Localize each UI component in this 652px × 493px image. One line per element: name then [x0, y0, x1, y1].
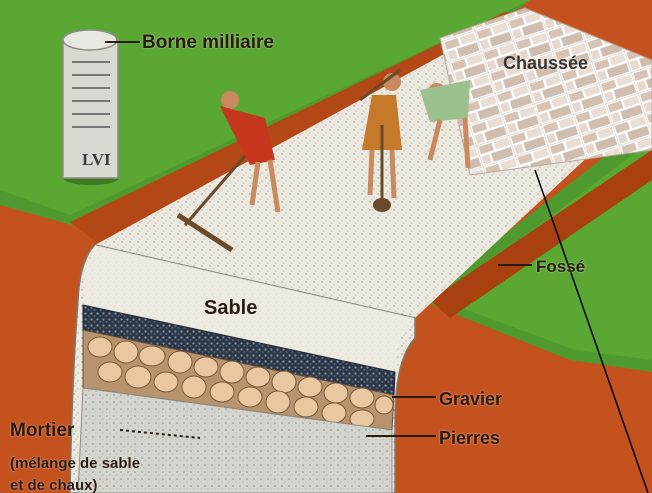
label-borne-milliaire: Borne milliaire — [142, 32, 274, 54]
label-fosse: Fossé — [536, 257, 585, 277]
label-pierres: Pierres — [439, 428, 500, 449]
label-gravier: Gravier — [439, 389, 502, 410]
label-chaussee: Chaussée — [503, 53, 588, 74]
label-mortier: Mortier — [10, 420, 74, 442]
label-mortier-detail: (mélange de sable et de chaux) — [10, 453, 140, 493]
milestone-numeral: LVI — [82, 150, 111, 170]
label-sable: Sable — [204, 297, 257, 320]
